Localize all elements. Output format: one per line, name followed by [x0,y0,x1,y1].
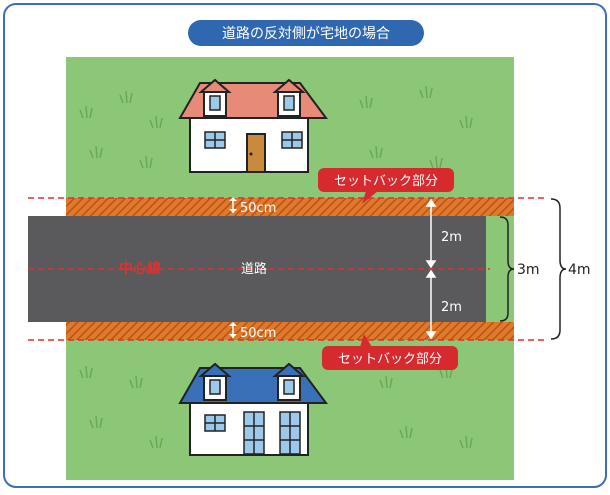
diagram-title: 道路の反対側が宅地の場合 [222,26,390,42]
title-badge [188,20,424,46]
setback-width-top: 50cm [229,197,276,216]
road-width-label: 3m [517,262,540,278]
bottom-house [178,362,328,456]
setback-width-bottom: 50cm [229,322,276,341]
half-width-top-label: 2m [441,230,462,245]
setback-callout-bottom: セットバック部分 [322,334,458,370]
setback-callout-top: セットバック部分 [318,168,454,204]
road-width-brace [499,216,515,322]
setback-callout-bottom-text: セットバック部分 [338,352,442,367]
road-label: 道路 [241,261,267,277]
setback-width-bottom-label: 50cm [240,326,276,341]
top-house [178,78,328,173]
required-width-brace [550,198,567,340]
setback-strip-top [66,198,514,216]
setback-strip-bottom [66,322,514,340]
half-width-bottom-label: 2m [441,300,462,315]
half-width-arrows [425,198,437,340]
setback-callout-top-text: セットバック部分 [334,174,438,189]
setback-width-top-label: 50cm [240,201,276,216]
center-line-label: 中心線 [119,260,161,277]
required-width-label: 4m [568,262,591,278]
grass-tufts [79,85,473,449]
